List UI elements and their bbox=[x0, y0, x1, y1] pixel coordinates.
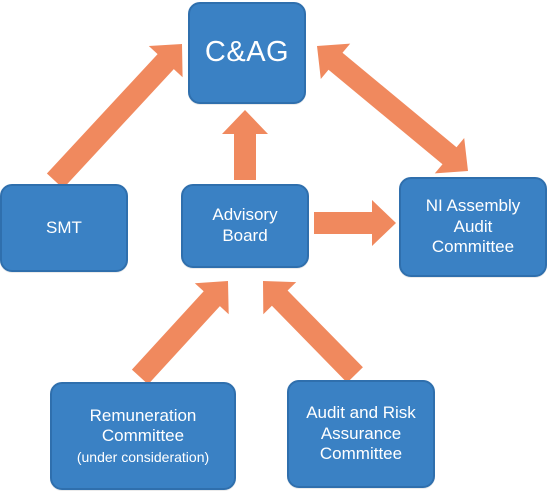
arrow-remuneration-to-advisory bbox=[131, 281, 229, 385]
advisory-board-box: Advisory Board bbox=[181, 184, 309, 268]
cag-label: C&AG bbox=[204, 36, 290, 69]
remuneration-note: (under consideration) bbox=[76, 449, 210, 466]
advisory-board-label-line1: Advisory bbox=[212, 205, 278, 225]
ni-label-line3: Committee bbox=[431, 237, 515, 257]
arrow-smt-to-cag bbox=[46, 44, 183, 189]
remuneration-label-line1: Remuneration bbox=[89, 405, 197, 425]
cag-box: C&AG bbox=[188, 2, 306, 104]
ni-label-line2: Audit bbox=[453, 216, 493, 236]
arrow-cag-ni-bidirectional bbox=[317, 43, 468, 174]
remuneration-committee-box: Remuneration Committee (under considerat… bbox=[50, 382, 236, 490]
arac-label-line2: Assurance bbox=[320, 423, 402, 443]
advisory-board-label-line2: Board bbox=[222, 226, 268, 245]
smt-label: SMT bbox=[46, 217, 82, 237]
ni-label-line1: NI Assembly bbox=[425, 195, 521, 215]
arac-label-line3: Committee bbox=[319, 444, 403, 464]
arrow-advisory-to-ni bbox=[314, 200, 396, 246]
ni-assembly-audit-committee-box: NI Assembly Audit Committee bbox=[399, 177, 547, 277]
arac-label-line1: Audit and Risk bbox=[306, 402, 416, 422]
arrow-arac-to-advisory bbox=[263, 281, 363, 383]
arrow-advisory-to-cag bbox=[222, 110, 268, 180]
remuneration-label-line2: Committee bbox=[101, 426, 185, 446]
audit-risk-assurance-committee-box: Audit and Risk Assurance Committee bbox=[287, 380, 435, 488]
smt-box: SMT bbox=[0, 184, 128, 272]
